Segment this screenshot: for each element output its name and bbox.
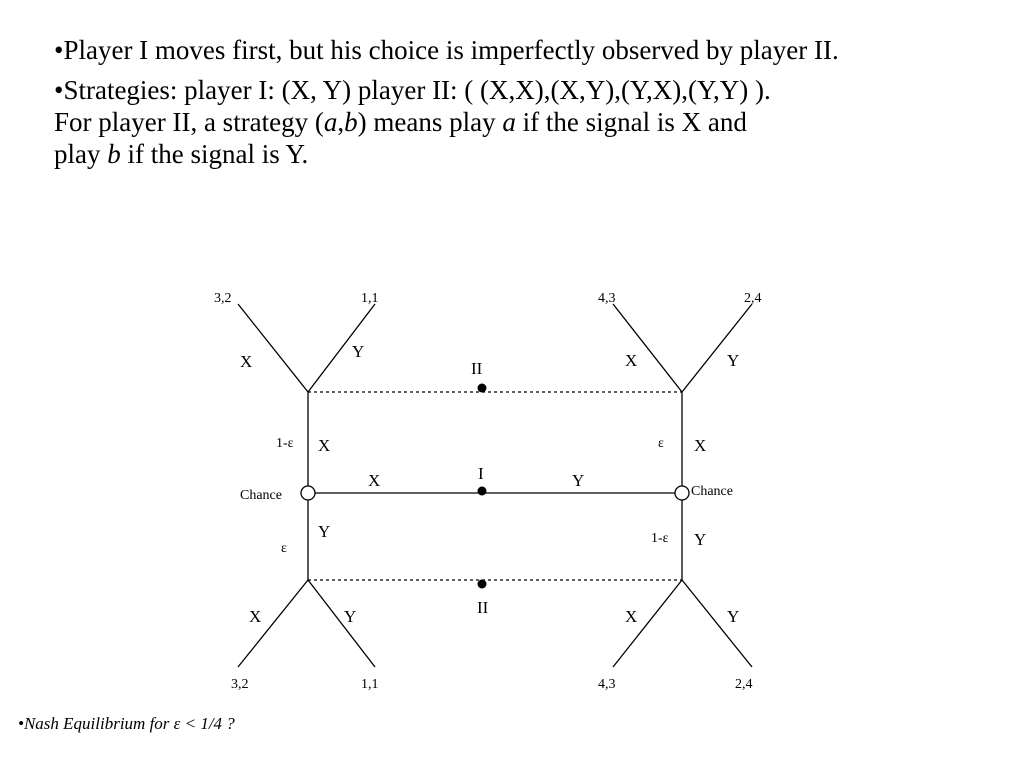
label-player-II-bottom: II (477, 598, 489, 617)
payoff-bottom-right-y: 2,4 (735, 677, 753, 692)
label-bl-x: X (249, 607, 261, 626)
strategy-def-post: if the signal is X and (515, 107, 747, 137)
strategy-def-mid: ) means play (357, 107, 503, 137)
label-player-I-x: X (368, 471, 380, 490)
label-br-x: X (625, 607, 637, 626)
edge-br-x (612, 579, 683, 668)
comma: , (337, 107, 345, 137)
label-tr-y: Y (727, 351, 739, 370)
node-player-I (477, 486, 487, 496)
bullet-player-order: •Player I moves first, but his choice is… (54, 35, 839, 65)
strategy-def-pre: For player II, a strategy ( (54, 107, 324, 137)
chance-node-right (674, 485, 690, 501)
edge-tr-x (612, 303, 683, 393)
var-b-2: b (107, 139, 121, 169)
var-a-2: a (502, 107, 516, 137)
payoff-top-right-x: 4,3 (598, 291, 616, 306)
label-br-y: Y (727, 607, 739, 626)
payoff-top-left-x: 3,2 (214, 291, 232, 306)
label-player-I-y: Y (572, 471, 584, 490)
payoff-top-right-y: 2,4 (744, 291, 762, 306)
slide-text: •Player I moves first, but his choice is… (54, 34, 984, 178)
nash-question: •Nash Equilibrium for ε < 1/4 ? (18, 714, 235, 733)
payoff-bottom-left-x: 3,2 (231, 677, 249, 692)
label-tl-y: Y (352, 342, 364, 361)
edge-tr-y (681, 303, 753, 393)
prob-right-down: 1-ε (651, 531, 669, 546)
label-right-up-x: X (694, 436, 706, 455)
prob-right-up: ε (658, 436, 664, 451)
strategy-def-post-2: if the signal is Y. (120, 139, 309, 169)
var-a: a (323, 107, 338, 137)
edge-bl-x (237, 579, 309, 668)
label-right-down-y: Y (694, 530, 706, 549)
edge-br-y (681, 579, 753, 668)
prob-left-up: 1-ε (276, 436, 294, 451)
payoff-bottom-right-x: 4,3 (598, 677, 616, 692)
var-b: b (344, 107, 358, 137)
payoff-top-left-y: 1,1 (361, 291, 379, 306)
label-chance-right: Chance (691, 484, 733, 499)
label-left-up-x: X (318, 436, 330, 455)
label-tl-x: X (240, 352, 252, 371)
label-chance-left: Chance (240, 488, 282, 503)
label-player-II-top: II (471, 359, 483, 378)
edge-bl-y (307, 579, 376, 668)
edge-tl-y (307, 303, 376, 393)
bullet-strategies: •Strategies: player I: (X, Y) player II:… (54, 74, 984, 170)
strategy-def-pre-2: play (54, 139, 108, 169)
label-player-I: I (478, 464, 484, 483)
label-tr-x: X (625, 351, 637, 370)
node-player-II-bottom (477, 579, 487, 589)
strategies-line: •Strategies: player I: (X, Y) player II:… (54, 75, 771, 105)
label-bl-y: Y (344, 607, 356, 626)
label-left-down-y: Y (318, 522, 330, 541)
node-player-II-top (477, 383, 487, 393)
edge-tl-x (237, 303, 309, 393)
payoff-bottom-left-y: 1,1 (361, 677, 379, 692)
prob-left-down: ε (281, 541, 287, 556)
chance-node-left (300, 485, 316, 501)
